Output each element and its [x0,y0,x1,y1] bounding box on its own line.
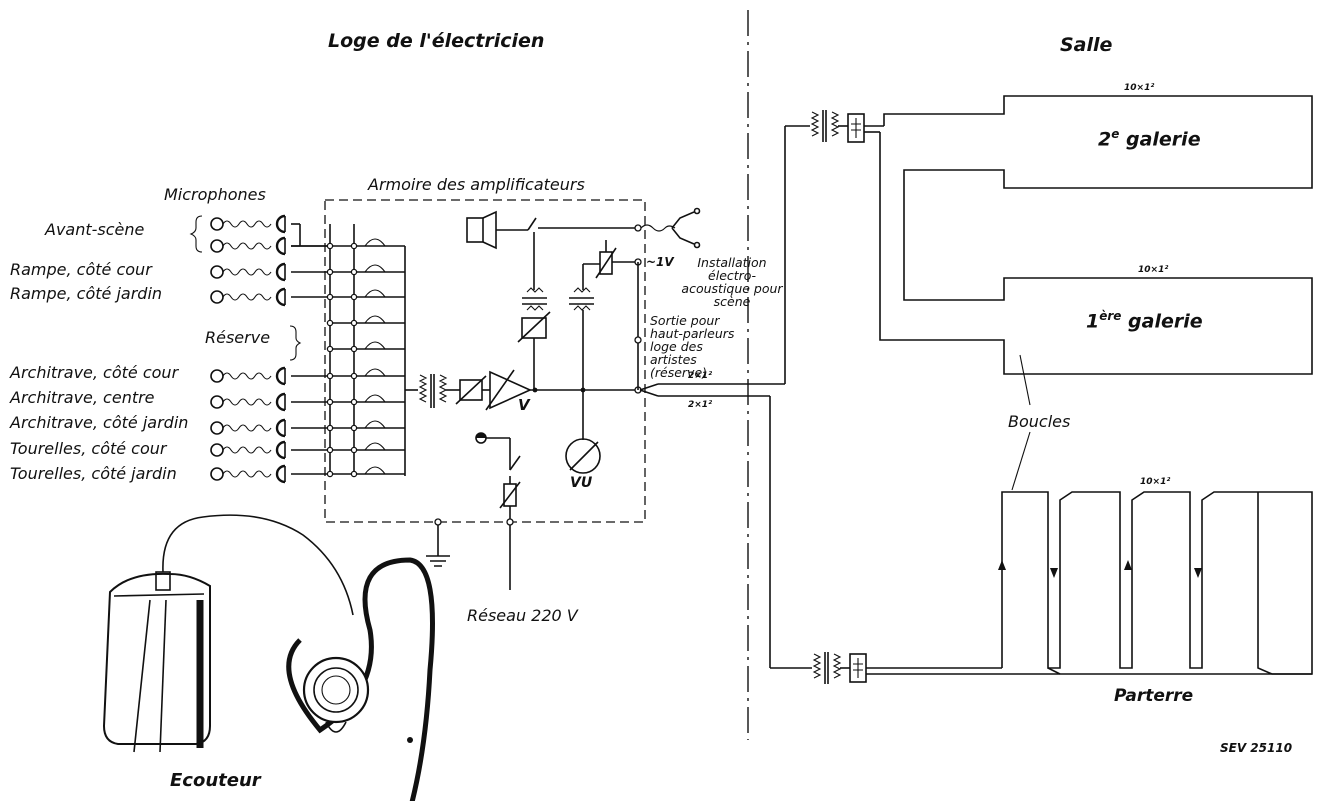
sortie-label: Sortie pour haut-parleurs loge des artis… [650,313,735,380]
second-gallery-loop [879,95,1313,375]
gallery-feed-transformer [810,110,884,143]
g1-superscript: ère [1099,309,1122,323]
amplifier-v-symbol [489,370,532,410]
mic-label-architrave-cour: Architrave, côté cour [10,363,179,382]
boucles-label: Boucles [1008,412,1071,431]
mic-label-architrave-jardin: Architrave, côté jardin [10,413,189,432]
mic-row-8 [210,440,286,460]
mains-branch [426,432,521,590]
cable-label-b: 2×1² [688,400,713,410]
input-switch-matrix [291,224,406,478]
avant-scene-brace [189,215,203,253]
installation-label: Installation électro-acoustique pour scè… [681,255,783,309]
mic-label-tourelles-cour: Tourelles, côté cour [10,439,167,458]
g1-cable-label: 10×1² [1138,265,1169,275]
mic-label-architrave-centre: Architrave, centre [10,388,155,407]
gallery-loops [879,95,1313,406]
mic-label-reserve: Réserve [205,328,271,347]
cable-label-a: 2×1² [688,371,713,381]
parterre-cable-label: 10×1² [1140,477,1171,487]
mic-row-2 [210,224,301,256]
mic-label-rampe-jardin: Rampe, côté jardin [10,284,163,303]
out-1v-label: ~1V [646,255,674,269]
microphones-label: Microphones [164,185,266,204]
parterre-feed-transformer [812,652,1312,684]
salle-title: Salle [1060,34,1113,56]
mic-label-rampe-cour: Rampe, côté cour [10,260,152,279]
ecouteur-label: Ecouteur [170,770,261,791]
g1-number: 1 [1086,310,1100,333]
vu-label: VU [570,475,593,491]
mic-label-tourelles-jardin: Tourelles, côté jardin [10,464,177,483]
mic-row-6 [210,392,286,412]
g2-cable-label: 10×1² [1124,83,1155,93]
amplifier-cabinet-box [324,199,646,523]
g1-title: 1ère galerie [1086,310,1203,331]
mic-row-4 [210,287,286,307]
mic-label-avant-scene: Avant-scène [45,220,145,239]
amplifier-chain [405,369,642,411]
g2-title: 2e galerie [1098,128,1201,149]
amplifier-v-label: V [518,396,530,414]
g2-name: galerie [1119,128,1201,151]
sev-reference: SEV 25110 [1220,741,1293,755]
vu-meter [565,438,601,474]
mic-row-9 [210,464,286,484]
mic-row-1 [210,214,300,234]
mic-row-3 [210,262,286,282]
g1-name: galerie [1121,310,1203,333]
loge-title: Loge de l'électricien [328,30,545,52]
parterre-title: Parterre [1114,686,1194,706]
armoire-label: Armoire des amplificateurs [368,175,585,194]
stage-connector-symbol [640,207,701,249]
monitor-branch [466,210,642,390]
mic-row-7 [210,418,286,438]
parterre-loops [998,431,1313,675]
microphone-array [189,214,302,484]
feed-lines [639,125,812,669]
ecouteur-illustration [102,514,435,801]
reserve-brace [289,325,302,361]
g2-number: 2 [1098,128,1112,151]
reseau-label: Réseau 220 V [467,606,578,625]
mic-row-5 [210,366,286,386]
ground-symbol [426,555,450,567]
g2-superscript: e [1111,127,1120,141]
output-branch [565,240,642,474]
